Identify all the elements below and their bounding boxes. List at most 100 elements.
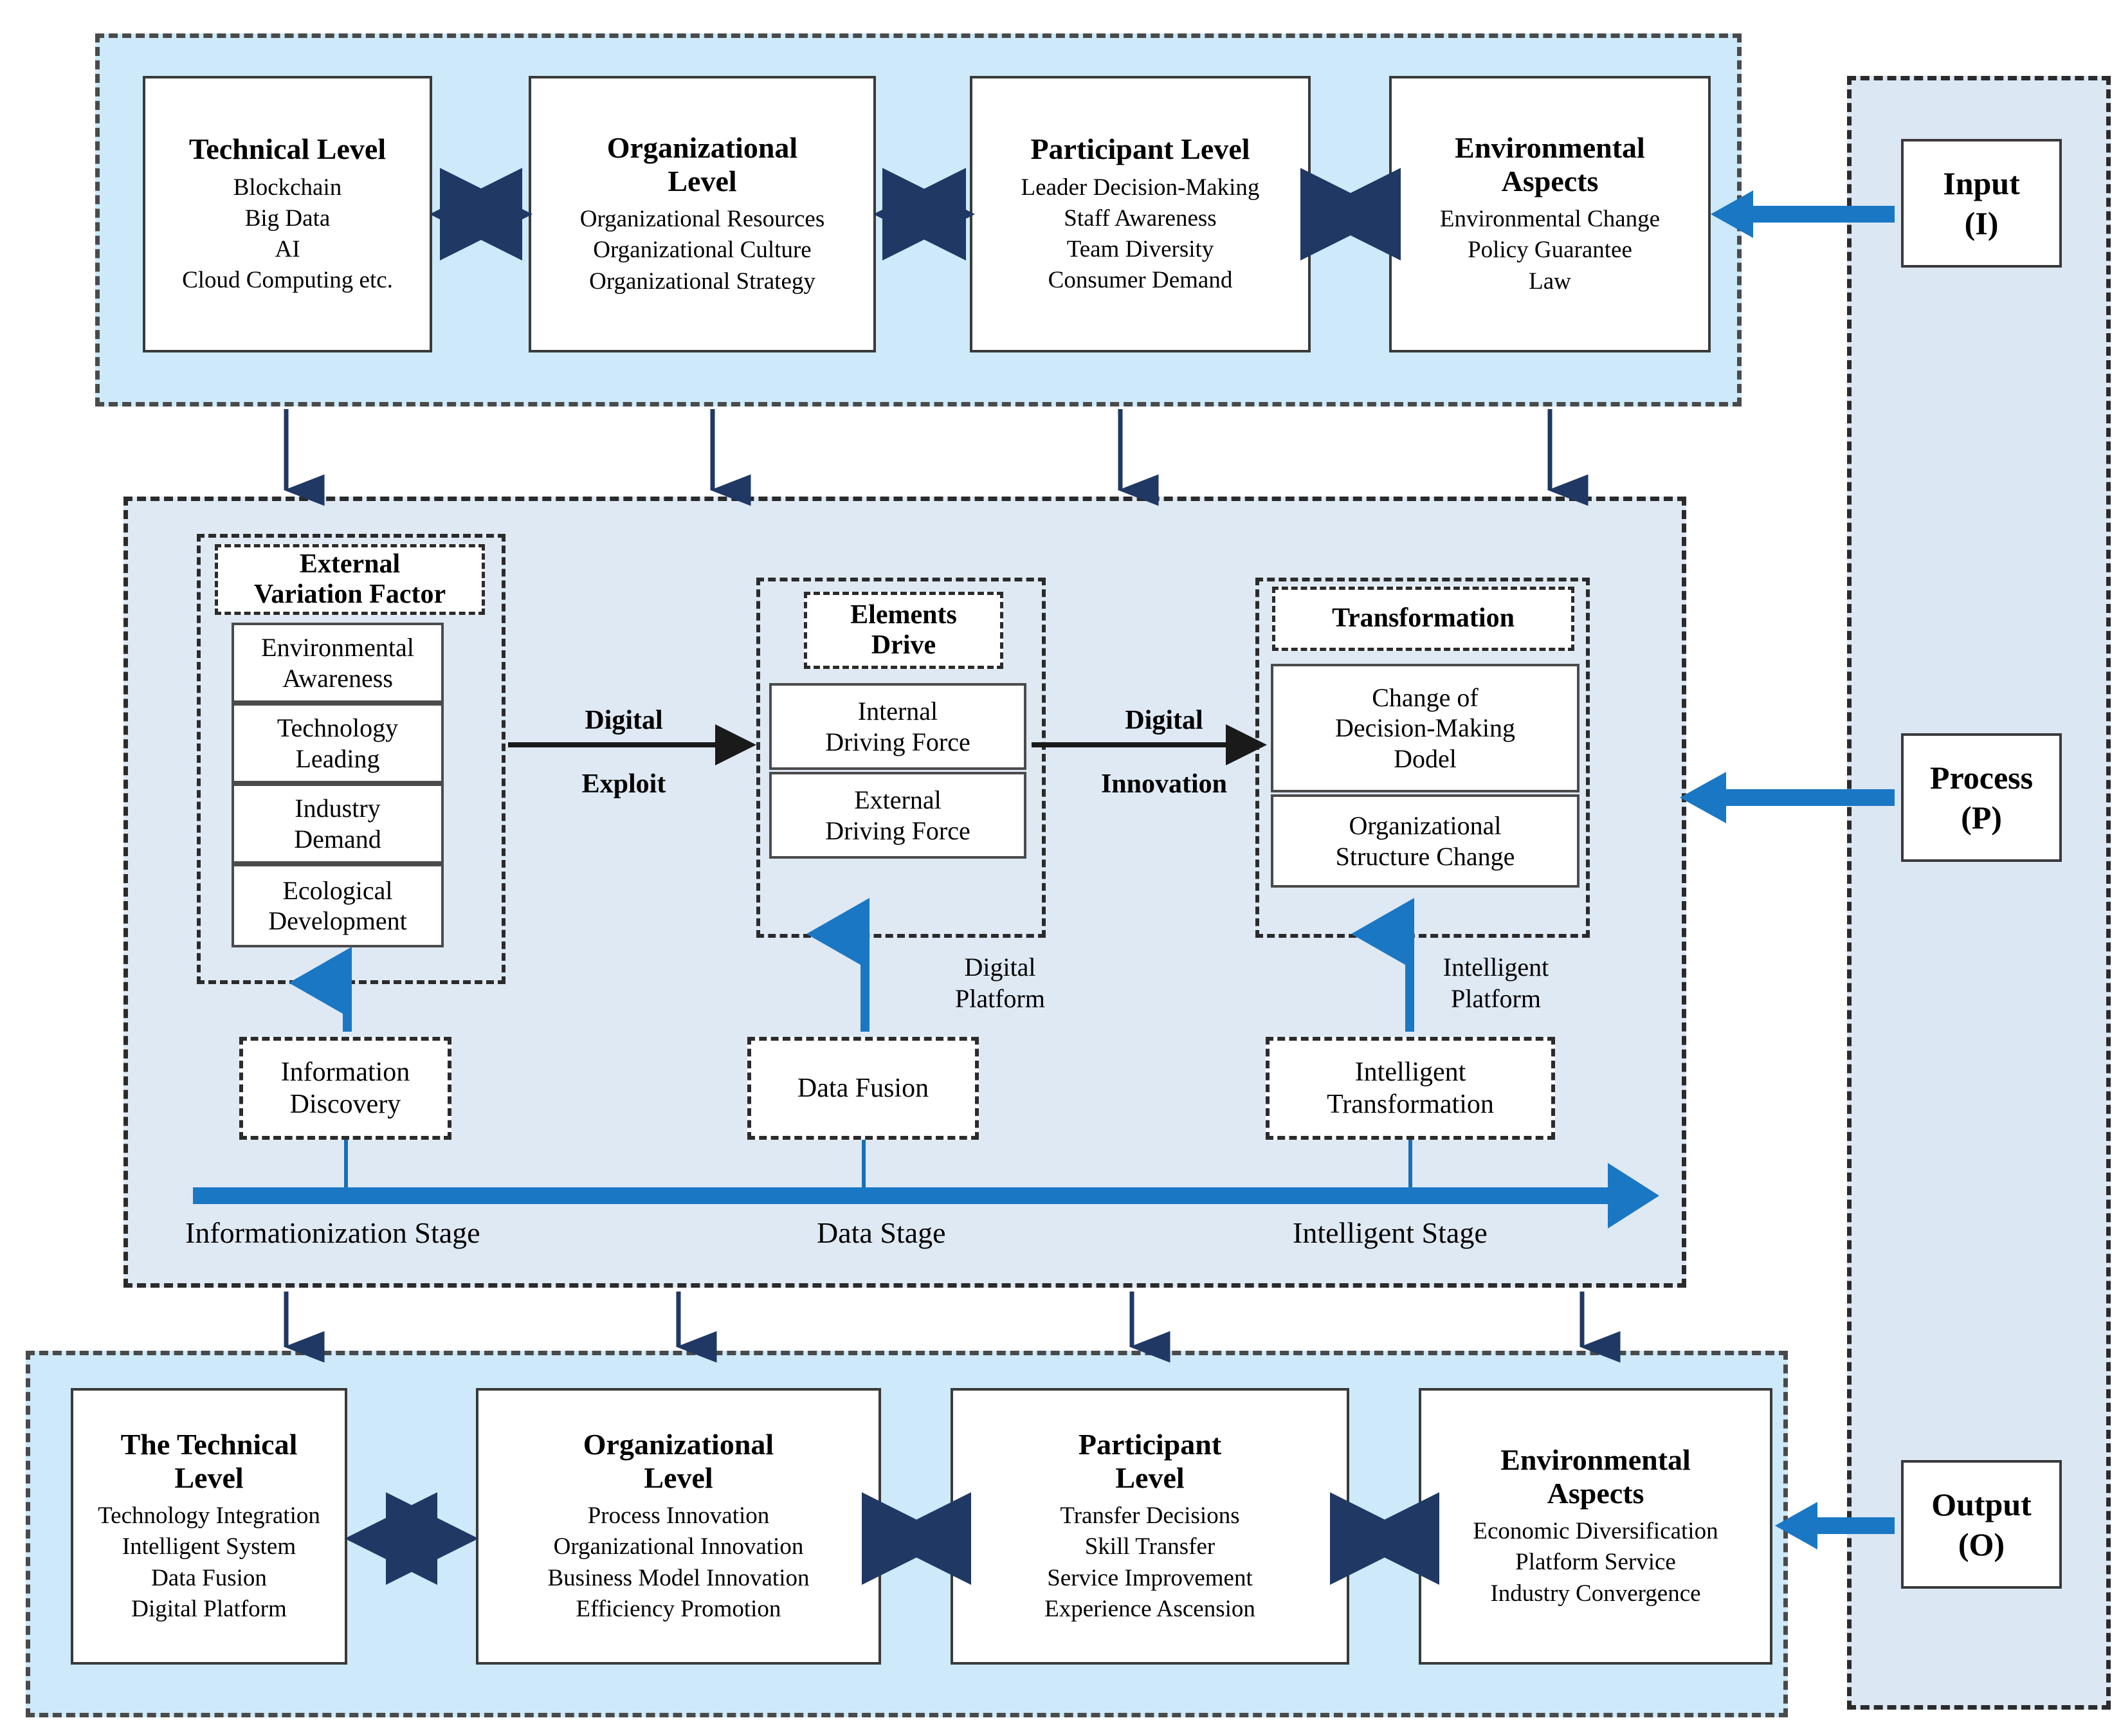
box-title-line: Level — [174, 1461, 244, 1494]
connector-label-digital-exploit: Digital Exploit — [540, 704, 707, 801]
box-item: Organizational Resources — [579, 206, 825, 233]
ipo-box-input[interactable]: Input (I) — [1901, 139, 2062, 268]
connector-label-intelligent-platform: Intelligent Platform — [1412, 952, 1579, 1015]
box-item: Digital Platform — [131, 1595, 287, 1622]
timeline-tick — [1408, 1140, 1412, 1192]
timeline-tick — [862, 1140, 866, 1192]
connector-label-line: Intelligent — [1443, 953, 1549, 982]
box-item: Process Innovation — [587, 1503, 770, 1530]
box-item: Leader Decision-Making — [1021, 174, 1260, 201]
box-item: Intelligent System — [122, 1533, 296, 1560]
stage-timeline-bar — [193, 1187, 1608, 1204]
ipo-box-output[interactable]: Output (O) — [1901, 1460, 2062, 1589]
box-title: Participant Level — [1030, 132, 1250, 166]
box-item: Transfer Decisions — [1060, 1503, 1240, 1530]
group-header-line: Elements — [850, 599, 957, 630]
box-item: Platform Service — [1515, 1549, 1676, 1576]
drive-box-internal-driving-force[interactable]: Internal Driving Force — [769, 683, 1026, 770]
group-header-line: Variation Factor — [253, 580, 446, 609]
transform-line: Change of — [1372, 683, 1479, 713]
box-title-line: Aspects — [1501, 164, 1599, 197]
stage-label-intelligent: Intelligent Stage — [1293, 1216, 1488, 1249]
transform-box-organizational-structure-change[interactable]: Organizational Structure Change — [1271, 794, 1579, 888]
drive-line: Internal — [857, 697, 938, 726]
connector-label-line: Digital — [1125, 706, 1203, 735]
input-box-participant-level[interactable]: Participant Level Leader Decision-Making… — [970, 76, 1311, 352]
enabler-box-intelligent-transformation[interactable]: Intelligent Transformation — [1266, 1037, 1555, 1140]
box-item: Environmental Change — [1439, 206, 1661, 233]
box-item: Blockchain — [233, 174, 342, 201]
box-item: Experience Ascension — [1044, 1595, 1255, 1622]
group-header-transformation[interactable]: Transformation — [1272, 587, 1574, 651]
enabler-line: Transformation — [1327, 1090, 1494, 1119]
stage-label-data: Data Stage — [817, 1216, 946, 1249]
connector-label-digital-platform: Digital Platform — [920, 952, 1080, 1015]
box-item: Organizational Innovation — [553, 1533, 804, 1560]
box-title-line: Environmental — [1455, 131, 1645, 165]
connector-label-line: Innovation — [1100, 769, 1228, 799]
input-box-organizational-level[interactable]: Organizational Level Organizational Reso… — [529, 76, 876, 352]
factor-line: Awareness — [282, 663, 393, 693]
factor-box-ecological-development[interactable]: Ecological Development — [232, 864, 444, 947]
ipo-box-process[interactable]: Process (P) — [1901, 733, 2062, 862]
group-header-line: External — [299, 549, 401, 579]
output-box-technical-level[interactable]: The Technical Level Technology Integrati… — [71, 1388, 347, 1665]
output-box-environmental-aspects[interactable]: Environmental Aspects Economic Diversifi… — [1419, 1388, 1772, 1665]
transform-line: Structure Change — [1335, 841, 1515, 871]
output-box-participant-level[interactable]: Participant Level Transfer Decisions Ski… — [951, 1388, 1349, 1665]
box-item: Team Diversity — [1066, 235, 1214, 262]
box-title-line: The Technical — [120, 1428, 298, 1461]
transform-box-change-of-decision-making-model[interactable]: Change of Decision-Making Dodel — [1271, 664, 1579, 792]
group-header-elements-drive[interactable]: Elements Drive — [804, 592, 1003, 669]
factor-line: Environmental — [261, 633, 414, 662]
connector-label-line: Platform — [955, 983, 1045, 1013]
box-title-line: Organizational — [583, 1428, 774, 1461]
enabler-box-information-discovery[interactable]: Information Discovery — [239, 1037, 451, 1140]
box-title-line: Level — [1115, 1461, 1185, 1494]
transform-line: Dodel — [1394, 744, 1457, 773]
box-item: Consumer Demand — [1048, 266, 1233, 293]
factor-box-industry-demand[interactable]: Industry Demand — [232, 783, 444, 864]
box-item: Skill Transfer — [1084, 1533, 1215, 1560]
box-item: Policy Guarantee — [1468, 237, 1632, 264]
stage-label-informationization: Informationization Stage — [185, 1216, 480, 1249]
factor-box-technology-leading[interactable]: Technology Leading — [232, 703, 444, 783]
transform-line: Decision-Making — [1335, 713, 1515, 743]
timeline-tick — [344, 1140, 348, 1192]
connector-label-line: Digital — [964, 953, 1036, 982]
box-item: Economic Diversification — [1473, 1518, 1718, 1545]
input-box-technical-level[interactable]: Technical Level Blockchain Big Data AI C… — [143, 76, 432, 352]
factor-box-environmental-awareness[interactable]: Environmental Awareness — [232, 623, 444, 703]
box-title-line: Environmental — [1500, 1443, 1691, 1477]
group-header-line: Drive — [871, 630, 936, 660]
input-box-environmental-aspects[interactable]: Environmental Aspects Environmental Chan… — [1389, 76, 1711, 352]
box-title: Participant Level — [1079, 1428, 1221, 1494]
box-title-line: Organizational — [606, 131, 798, 165]
ipo-label-line: (P) — [1961, 799, 2002, 836]
factor-line: Development — [268, 906, 407, 935]
enabler-box-data-fusion[interactable]: Data Fusion — [747, 1037, 979, 1140]
box-title: Technical Level — [188, 132, 387, 166]
box-item: Cloud Computing etc. — [182, 266, 393, 293]
box-item: Law — [1529, 268, 1571, 295]
enabler-line: Data Fusion — [797, 1073, 929, 1103]
group-header-external-variation-factor[interactable]: External Variation Factor — [215, 544, 485, 615]
drive-box-external-driving-force[interactable]: External Driving Force — [769, 772, 1026, 859]
box-title: Organizational Level — [607, 131, 797, 197]
enabler-line: Discovery — [289, 1090, 401, 1119]
box-item: AI — [275, 235, 300, 262]
connector-label-digital-innovation: Digital Innovation — [1068, 704, 1261, 801]
box-item: Staff Awareness — [1064, 205, 1217, 232]
box-title: Environmental Aspects — [1500, 1443, 1691, 1510]
factor-line: Ecological — [282, 875, 393, 905]
drive-line: Driving Force — [825, 816, 970, 845]
box-title-line: Participant — [1078, 1428, 1222, 1461]
ipo-label-line: Output — [1931, 1486, 2032, 1522]
box-item: Big Data — [244, 205, 331, 232]
enabler-line: Information — [280, 1057, 410, 1087]
factor-line: Demand — [294, 824, 381, 854]
box-title-line: Aspects — [1547, 1476, 1644, 1510]
box-item: Service Improvement — [1047, 1564, 1253, 1591]
output-box-organizational-level[interactable]: Organizational Level Process Innovation … — [476, 1388, 881, 1665]
